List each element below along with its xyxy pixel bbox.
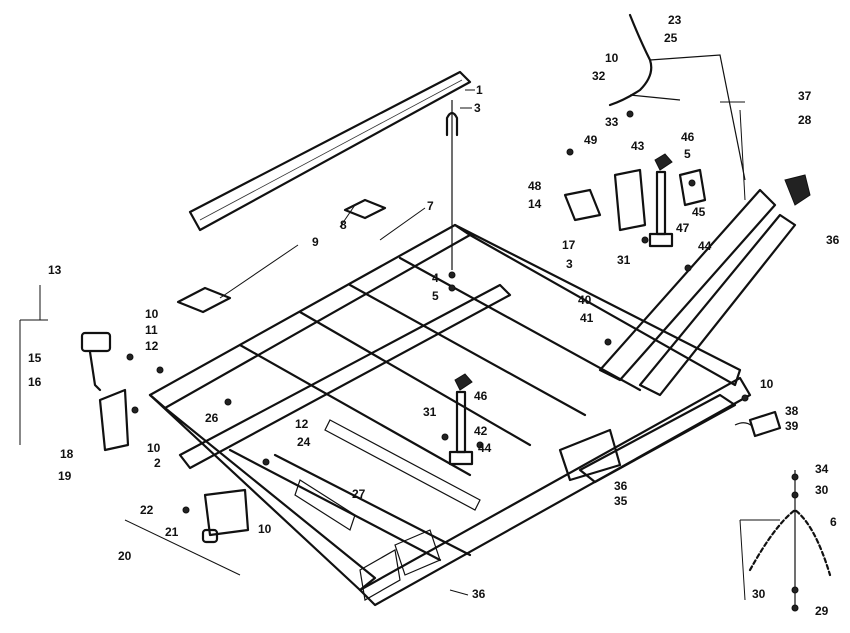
callout-37: 37 bbox=[798, 89, 812, 103]
bracket-38 bbox=[748, 410, 782, 438]
callout-10b: 10 bbox=[147, 441, 161, 455]
callout-31: 31 bbox=[423, 405, 437, 419]
callout-31b: 31 bbox=[617, 253, 631, 267]
callout-10d: 10 bbox=[605, 51, 619, 65]
callout-8: 8 bbox=[340, 218, 347, 232]
top-rail bbox=[188, 70, 472, 232]
decal-9 bbox=[176, 286, 232, 314]
callout-20: 20 bbox=[118, 549, 132, 563]
wire-harness bbox=[608, 13, 653, 107]
callout-11: 11 bbox=[145, 323, 158, 337]
callout-41: 41 bbox=[580, 311, 594, 325]
callout-12: 12 bbox=[145, 339, 159, 353]
callout-3: 3 bbox=[474, 101, 481, 115]
callout-4: 4 bbox=[432, 271, 439, 285]
callout-42: 42 bbox=[474, 424, 488, 438]
light-bracket-left bbox=[80, 331, 130, 452]
callout-17: 17 bbox=[562, 238, 576, 252]
callout-22: 22 bbox=[140, 503, 154, 517]
callout-34: 34 bbox=[815, 462, 829, 476]
callout-5b: 5 bbox=[684, 147, 691, 161]
callout-36-mid: 36 bbox=[614, 479, 628, 493]
decal-8 bbox=[343, 198, 387, 220]
callout-1: 1 bbox=[476, 83, 483, 97]
callout-10: 10 bbox=[145, 307, 159, 321]
callout-19: 19 bbox=[58, 469, 72, 483]
callout-39: 39 bbox=[785, 419, 799, 433]
callout-43: 43 bbox=[631, 139, 645, 153]
trailer-frame bbox=[148, 174, 811, 607]
callout-12b: 12 bbox=[295, 417, 309, 431]
callout-2: 2 bbox=[154, 456, 161, 470]
callout-23: 23 bbox=[668, 13, 682, 27]
callout-15: 15 bbox=[28, 351, 42, 365]
callout-10c: 10 bbox=[258, 522, 272, 536]
callout-6: 6 bbox=[830, 515, 837, 529]
callout-29: 29 bbox=[815, 604, 829, 618]
callout-48: 48 bbox=[528, 179, 542, 193]
callout-5: 5 bbox=[432, 289, 439, 303]
callout-45: 45 bbox=[692, 205, 706, 219]
callout-49: 49 bbox=[584, 133, 598, 147]
callout-40: 40 bbox=[578, 293, 592, 307]
callout-10e: 10 bbox=[760, 377, 774, 391]
callout-3b: 3 bbox=[566, 257, 573, 271]
callout-28: 28 bbox=[798, 113, 812, 127]
callout-46: 46 bbox=[474, 389, 488, 403]
callout-13: 13 bbox=[48, 263, 62, 277]
callout-36-right: 36 bbox=[826, 233, 840, 247]
callout-30: 30 bbox=[815, 483, 829, 497]
callout-35: 35 bbox=[614, 494, 628, 508]
callout-44b: 44 bbox=[698, 239, 712, 253]
callout-25: 25 bbox=[664, 31, 678, 45]
callout-24: 24 bbox=[297, 435, 311, 449]
callout-47: 47 bbox=[676, 221, 690, 235]
callout-30b: 30 bbox=[752, 587, 766, 601]
callout-36-bottom: 36 bbox=[472, 587, 486, 601]
callout-21: 21 bbox=[165, 525, 179, 539]
callout-labels: 1 3 7 8 9 4 5 13 10 11 12 15 16 18 19 26… bbox=[28, 13, 840, 618]
jack-stand-center bbox=[448, 373, 474, 466]
coupler-bracket bbox=[563, 168, 707, 232]
callout-16: 16 bbox=[28, 375, 42, 389]
callout-32: 32 bbox=[592, 69, 606, 83]
callout-7: 7 bbox=[427, 199, 434, 213]
callout-46b: 46 bbox=[681, 130, 695, 144]
callout-33: 33 bbox=[605, 115, 619, 129]
callout-44: 44 bbox=[478, 441, 492, 455]
fasteners bbox=[126, 110, 799, 612]
jack-stand-right bbox=[648, 153, 674, 248]
callout-18: 18 bbox=[60, 447, 74, 461]
leader-lines bbox=[19, 89, 780, 601]
callout-9: 9 bbox=[312, 235, 319, 249]
callout-26: 26 bbox=[205, 411, 219, 425]
license-bracket bbox=[201, 488, 250, 544]
callout-27: 27 bbox=[352, 487, 366, 501]
safety-chain bbox=[748, 508, 832, 577]
callout-38: 38 bbox=[785, 404, 799, 418]
callout-14: 14 bbox=[528, 197, 542, 211]
